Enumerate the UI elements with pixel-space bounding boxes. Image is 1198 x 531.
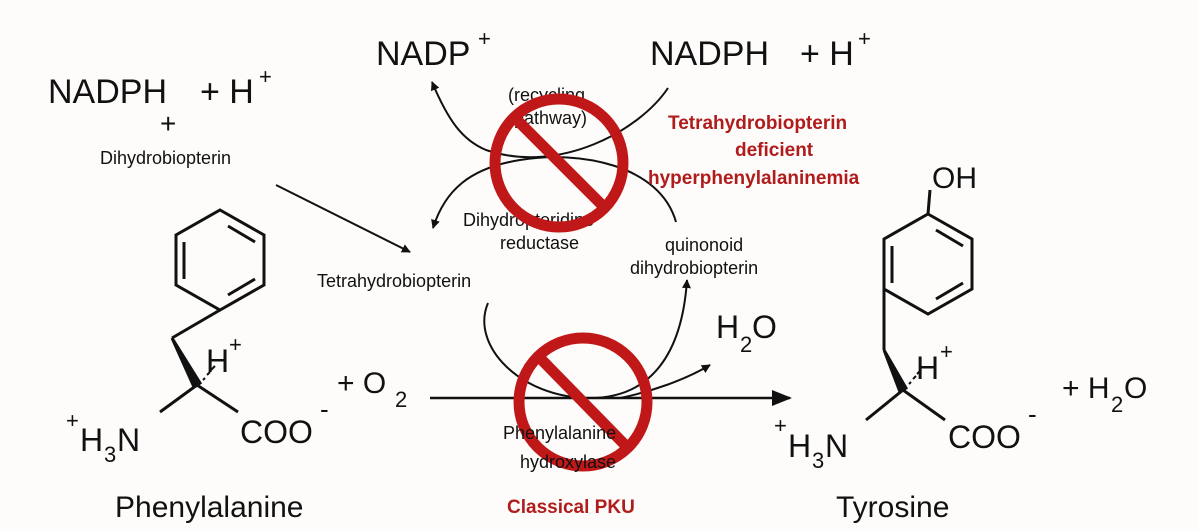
nadph-right-label: NADPH: [650, 35, 769, 73]
enzyme-label-line2: hydroxylase: [520, 452, 616, 472]
plus-h-left-label: + H: [200, 73, 254, 111]
phe-coo-superscript: -: [320, 394, 329, 424]
nadp-superscript: +: [478, 26, 491, 51]
plus-o2-label: + O: [337, 367, 386, 400]
nadp-label: NADP: [376, 35, 470, 73]
bh4-deficiency-line3: hyperphenylalaninemia: [648, 168, 860, 189]
dihydrobiopterin-label: Dihydrobiopterin: [100, 148, 231, 168]
tyr-n-subscript: 3: [812, 448, 824, 473]
tyr-oh-label: OH: [932, 162, 977, 195]
tyrosine-name: Tyrosine: [836, 491, 949, 524]
water-release-arrow: [619, 364, 711, 399]
plus-h-left-superscript: +: [259, 64, 272, 89]
phe-h-superscript: +: [229, 332, 242, 357]
h2o-subscript: 2: [1111, 392, 1123, 417]
tyrosine-structure: [865, 189, 974, 422]
dihydro-to-tetrahydro-arrow: [275, 184, 411, 253]
bh4-deficiency-line1: Tetrahydrobiopterin: [668, 113, 847, 134]
quinonoid-label-line2: dihydrobiopterin: [630, 258, 758, 278]
tyr-h-label: H: [916, 350, 939, 386]
phe-coo-label: COO: [240, 414, 313, 450]
phe-n-label: N: [117, 422, 140, 458]
classical-pku-label: Classical PKU: [507, 497, 635, 518]
quinonoid-label-line1: quinonoid: [665, 235, 743, 255]
phenylalanine-name: Phenylalanine: [115, 491, 303, 524]
tyr-n-h-label: H: [788, 428, 811, 464]
phe-n-superscript: +: [66, 408, 79, 433]
plus-h-right-label: + H: [800, 35, 854, 73]
tyr-n-superscript: +: [774, 413, 787, 438]
tyr-coo-label: COO: [948, 419, 1021, 455]
phenylalanine-hash-bond: [202, 365, 216, 381]
phe-n-subscript: 3: [104, 442, 116, 467]
phe-h-label: H: [206, 343, 229, 379]
bh4-deficiency-line2: deficient: [735, 140, 814, 161]
prohibition-sign-upper: [489, 93, 629, 233]
plus-h-right-superscript: +: [858, 26, 871, 51]
plus-h2o-label: + H: [1062, 372, 1110, 405]
tetrahydrobiopterin-label: Tetrahydrobiopterin: [317, 271, 471, 291]
tyr-n-label: N: [825, 428, 848, 464]
plus-sign-mid: +: [160, 108, 176, 139]
prohibition-sign-lower: [513, 332, 653, 472]
quinonoid-to-tetrahydro-arrow: [431, 156, 677, 229]
water-subscript: 2: [740, 332, 752, 357]
phenylalanine-structure: [159, 208, 266, 414]
recycling-label-line2: pathway): [514, 108, 587, 128]
o2-subscript: 2: [395, 387, 407, 412]
water-h-label: H: [716, 309, 739, 345]
tyrosine-hash-bond: [908, 369, 922, 385]
h2o-o-label: O: [1124, 372, 1147, 405]
reductase-label-line2: reductase: [500, 233, 579, 253]
nadph-left-label: NADPH: [48, 73, 167, 111]
tyr-coo-superscript: -: [1028, 399, 1037, 429]
tyr-h-superscript: +: [940, 339, 953, 364]
enzyme-label-line1: Phenylalanine: [503, 423, 616, 443]
phe-n-h-label: H: [80, 422, 103, 458]
water-o-label: O: [752, 309, 777, 345]
nadph-to-nadp-arrow: [430, 81, 669, 159]
